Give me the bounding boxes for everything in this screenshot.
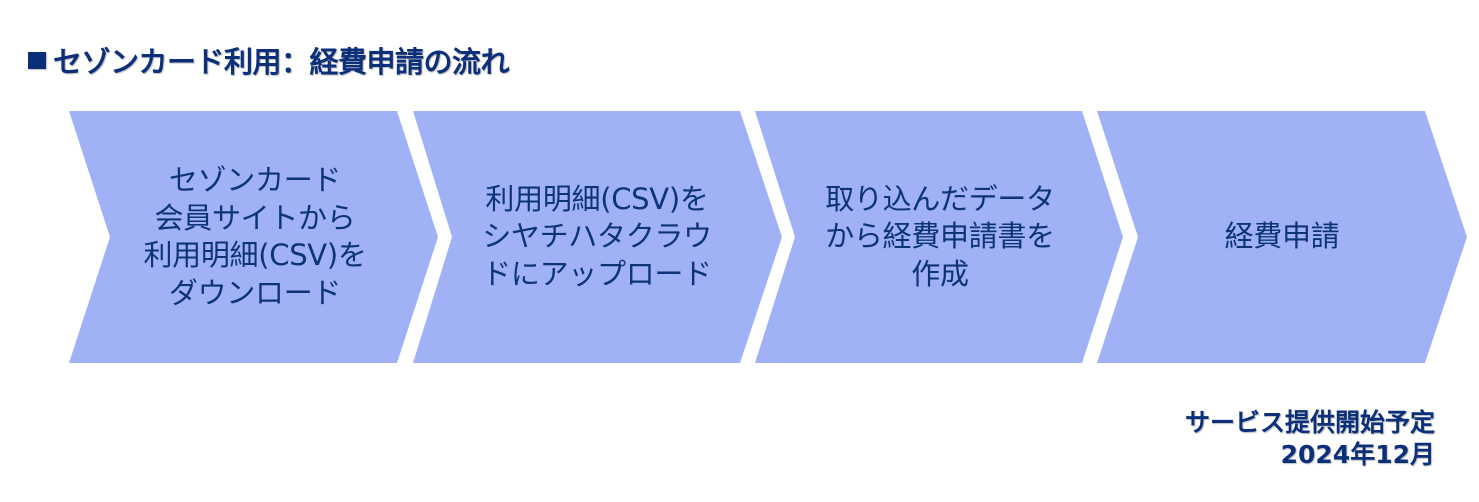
chevron-step-2 <box>413 111 782 363</box>
step-2-label: 利用明細(CSV)を シヤチハタクラウ ドにアップロード <box>482 181 712 291</box>
service-start-label: サービス提供開始予定 <box>1184 408 1435 437</box>
chevron-step-4 <box>1097 111 1467 363</box>
page-title-text: セゾンカード利用：経費申請の流れ <box>53 45 510 79</box>
square-bullet-icon <box>28 51 46 69</box>
step-3-label: 取り込んだデータ から経費申請書を 作成 <box>825 181 1055 291</box>
chevron-step-1 <box>69 111 438 363</box>
service-start-note: サービス提供開始予定 2024年12月 <box>1185 407 1435 471</box>
page-title: セゾンカード利用：経費申請の流れ <box>28 38 510 82</box>
service-start-date: 2024年12月 <box>1280 440 1435 469</box>
step-1-label: セゾンカード 会員サイトから 利用明細(CSV)を ダウンロード <box>143 163 367 310</box>
step-4-label: 経費申請 <box>1224 219 1340 254</box>
chevron-step-3 <box>755 111 1123 363</box>
